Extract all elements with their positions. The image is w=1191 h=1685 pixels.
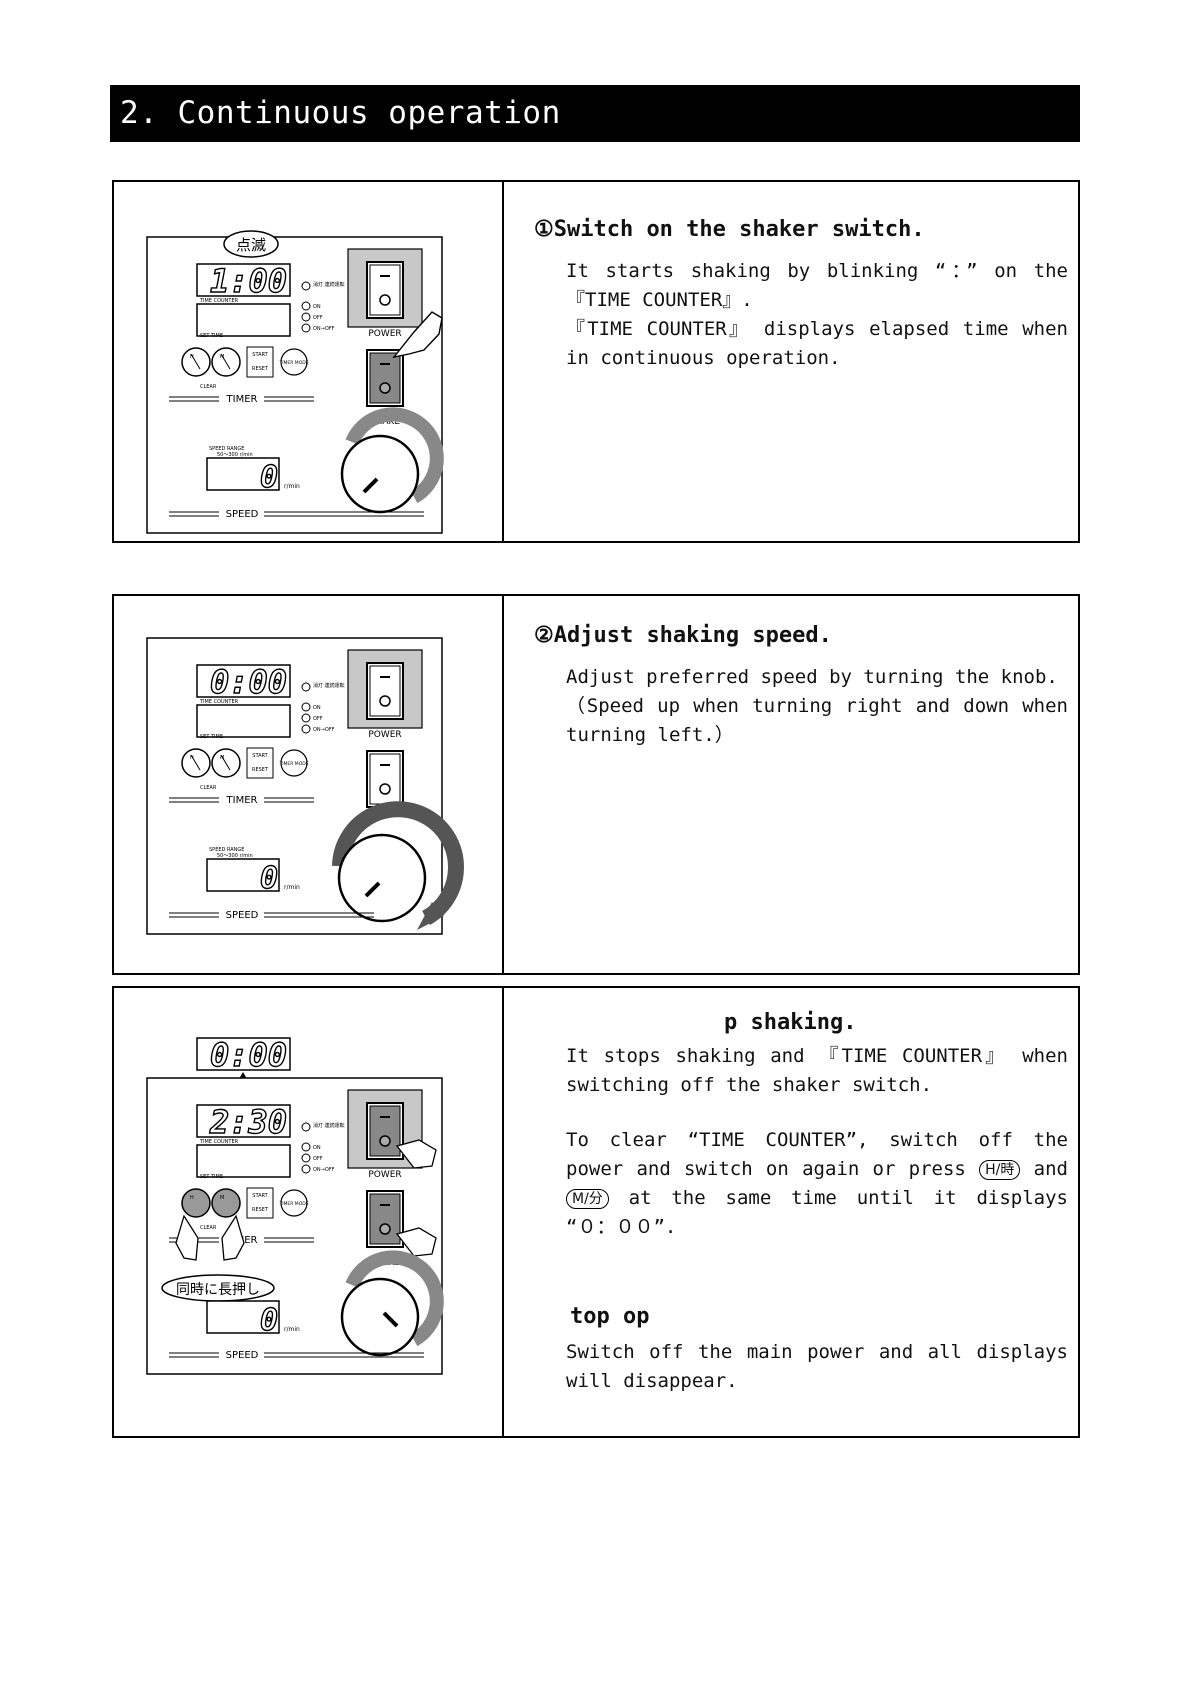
time-counter-display: 1:00 xyxy=(210,262,287,300)
speed-display: 0 xyxy=(260,861,278,896)
step-1-note: 『TIME COUNTER』 displays elapsed time whe… xyxy=(566,318,1068,369)
time-counter-label: TIME COUNTER xyxy=(199,298,239,304)
speed-display: 0 xyxy=(260,460,278,495)
control-panel-illustration-1: 点滅 1:00 TIME COUNTER SET TIME 消灯 連続運転 ON… xyxy=(146,230,444,534)
step-panel-1: 点滅 1:00 TIME COUNTER SET TIME 消灯 連続運転 ON… xyxy=(112,180,1080,543)
svg-text:CLEAR: CLEAR xyxy=(200,1225,217,1231)
step-panel-2: 0:00 TIME COUNTER SET TIME 消灯 連続運転 ON OF… xyxy=(112,594,1080,975)
svg-text:M: M xyxy=(220,755,224,761)
stop-operation-text: Switch off the main power and all displa… xyxy=(566,1341,1068,1392)
svg-text:TIME COUNTER: TIME COUNTER xyxy=(199,699,239,705)
svg-text:RESET: RESET xyxy=(252,366,269,372)
svg-text:SPEED RANGE: SPEED RANGE xyxy=(209,446,244,452)
step-1-text: It starts shaking by blinking “：” on the… xyxy=(566,260,1068,311)
svg-text:CLEAR: CLEAR xyxy=(200,384,217,390)
control-panel-illustration-2: 0:00 TIME COUNTER SET TIME 消灯 連続運転 ON OF… xyxy=(146,637,464,935)
h-button-icon: H/時 xyxy=(979,1159,1021,1180)
control-panel-illustration-3: 0:00 2:30 TIME COUNTER SET TIME 消灯 連続運転 … xyxy=(146,1035,444,1375)
step-1-title: ①Switch on the shaker switch. xyxy=(534,217,925,242)
step-2-note: （Speed up when turning right and down wh… xyxy=(566,695,1068,746)
svg-text:CLEAR: CLEAR xyxy=(200,785,217,791)
svg-text:OFF: OFF xyxy=(313,315,323,321)
svg-text:SET TIME: SET TIME xyxy=(200,1174,223,1180)
svg-text:M: M xyxy=(220,354,224,360)
step-2-text: Adjust preferred speed by turning the kn… xyxy=(566,666,1058,688)
svg-text:H: H xyxy=(190,354,194,360)
svg-text:r/min: r/min xyxy=(284,1326,300,1333)
svg-text:TIME COUNTER: TIME COUNTER xyxy=(199,1139,239,1145)
svg-text:SPEED: SPEED xyxy=(226,910,259,921)
svg-text:ON: ON xyxy=(313,705,321,711)
svg-text:RESET: RESET xyxy=(252,1207,269,1213)
svg-text:ON→OFF: ON→OFF xyxy=(313,1167,335,1173)
svg-text:50～300 r/min: 50～300 r/min xyxy=(217,452,253,458)
svg-text:ON→OFF: ON→OFF xyxy=(313,727,335,733)
time-counter-display: 0:00 xyxy=(210,663,287,701)
svg-text:SPEED RANGE: SPEED RANGE xyxy=(209,847,244,853)
panel-divider xyxy=(502,596,504,973)
blink-label: 点滅 xyxy=(236,236,266,254)
panel-divider xyxy=(502,182,504,541)
svg-text:r/min: r/min xyxy=(284,483,300,490)
svg-text:POWER: POWER xyxy=(368,730,401,740)
svg-text:H: H xyxy=(190,1195,194,1201)
svg-text:ON→OFF: ON→OFF xyxy=(313,326,335,332)
step-panel-3: 0:00 2:30 TIME COUNTER SET TIME 消灯 連続運転 … xyxy=(112,986,1080,1438)
svg-text:H: H xyxy=(190,755,194,761)
svg-text:消灯 連続運転: 消灯 連続運転 xyxy=(313,682,345,689)
reset-display: 0:00 xyxy=(210,1036,287,1074)
svg-text:r/min: r/min xyxy=(284,884,300,891)
svg-text:POWER: POWER xyxy=(368,329,401,339)
svg-text:OFF: OFF xyxy=(313,716,323,722)
step-2-title: ②Adjust shaking speed. xyxy=(534,623,832,648)
set-time-label: SET TIME xyxy=(200,333,223,339)
svg-text:SPEED: SPEED xyxy=(226,509,259,520)
svg-text:TIMER MODE: TIMER MODE xyxy=(278,761,308,767)
svg-text:消灯 連続運転: 消灯 連続運転 xyxy=(313,1122,345,1129)
svg-text:M: M xyxy=(220,1195,224,1201)
svg-text:TIMER: TIMER xyxy=(226,795,258,806)
svg-text:POWER: POWER xyxy=(368,1170,401,1180)
svg-text:START: START xyxy=(252,1193,268,1199)
svg-text:START: START xyxy=(252,753,268,759)
svg-text:50～300 r/min: 50～300 r/min xyxy=(217,853,253,859)
svg-text:RESET: RESET xyxy=(252,767,269,773)
svg-text:SET TIME: SET TIME xyxy=(200,734,223,740)
panel-divider xyxy=(502,988,504,1436)
svg-text:OFF: OFF xyxy=(313,1156,323,1162)
svg-text:START: START xyxy=(252,352,268,358)
svg-text:SPEED: SPEED xyxy=(226,1350,259,1361)
step-3-clear-text: To clear “TIME COUNTER”, switch off the … xyxy=(566,1129,1068,1238)
svg-text:TIMER MODE: TIMER MODE xyxy=(278,1201,308,1207)
step-3-title: p shaking. xyxy=(724,1010,857,1035)
stop-operation-title: top op xyxy=(570,1304,650,1329)
section-title: 2. Continuous operation xyxy=(110,85,1080,142)
svg-text:消灯 連続運転: 消灯 連続運転 xyxy=(313,281,345,288)
time-counter-display: 2:30 xyxy=(209,1103,287,1141)
svg-text:ON: ON xyxy=(313,304,321,310)
m-button-icon: M/分 xyxy=(566,1188,609,1209)
speed-display: 0 xyxy=(260,1303,278,1338)
svg-text:TIMER MODE: TIMER MODE xyxy=(278,360,308,366)
svg-text:TIMER: TIMER xyxy=(226,394,258,405)
hold-label: 同時に長押し xyxy=(176,1282,260,1298)
svg-text:ON: ON xyxy=(313,1145,321,1151)
step-3-text: It stops shaking and 『TIME COUNTER』 when… xyxy=(566,1045,1068,1096)
